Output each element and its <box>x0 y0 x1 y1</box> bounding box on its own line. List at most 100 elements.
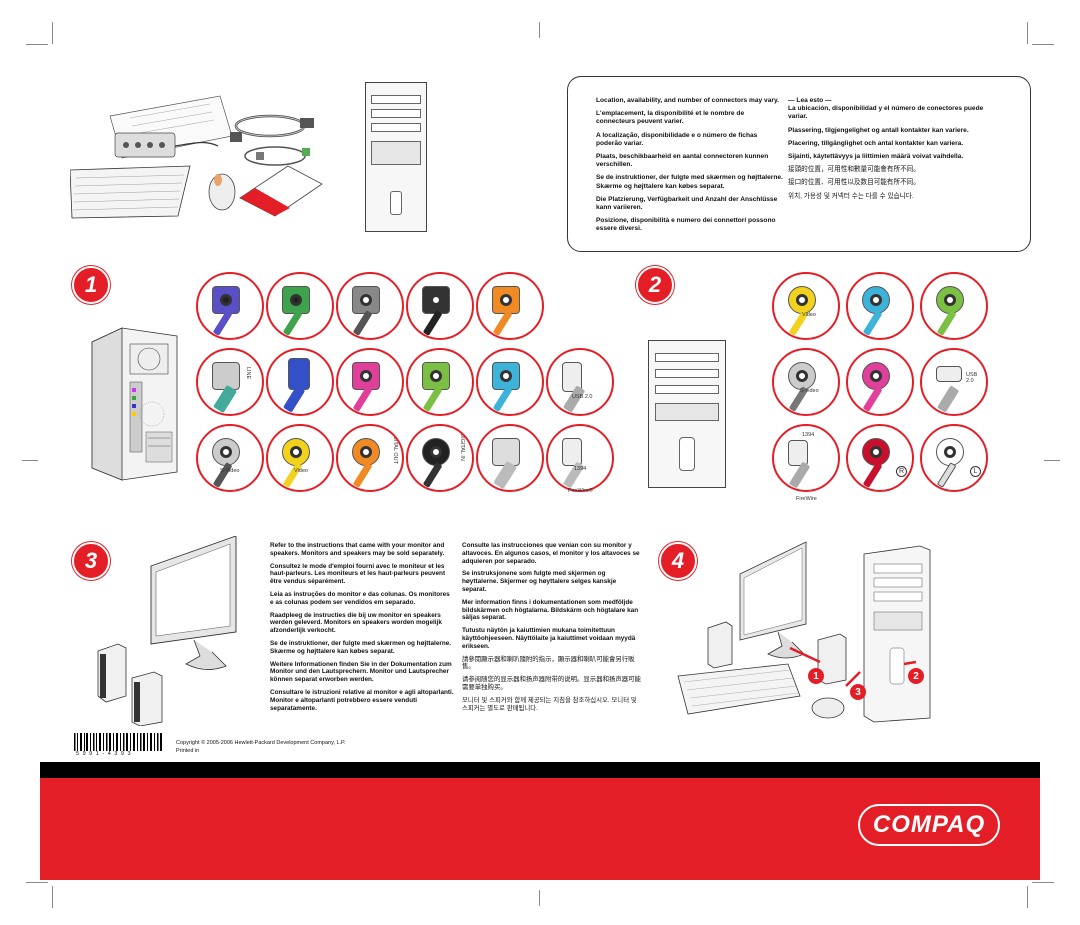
ps2-keyboard-plug <box>212 310 233 336</box>
audio-r-plug <box>862 462 883 488</box>
crop-mark <box>26 44 48 45</box>
instruction-text: 请参阅随您的显示器和扬声器附带的说明。显示器和扬声器可能需要单独购买。 <box>462 676 641 691</box>
notice-text: 接口的位置、可用性以及数目可能有所不同。 <box>788 179 920 187</box>
notice-text: 接頭的位置，可用性和數量可能會有所不同。 <box>788 166 920 174</box>
power-button <box>390 191 402 215</box>
notice-text: Se de instruktioner, der fulgte med skær… <box>596 174 783 190</box>
usb-label: USB 2.0 <box>966 372 978 384</box>
black-bar <box>40 762 1040 778</box>
vga-jack <box>288 358 310 390</box>
mic-circle <box>336 348 404 416</box>
notice-text: L'emplacement, la disponibilité et le no… <box>596 110 745 126</box>
instruction-text: 모니터 및 스피커와 함께 제공되는 지침을 참조하십시오. 모니터 및 스피커… <box>462 696 637 712</box>
step3-right-text: Consulte las instrucciones que venían co… <box>462 542 642 717</box>
ps2-mouse-plug <box>282 310 303 336</box>
audio-jack <box>352 286 380 314</box>
audio-r-label: R <box>896 466 907 477</box>
instruction-text: Consultare le istruzioni relative al mon… <box>270 688 454 712</box>
usb-port <box>936 366 962 382</box>
firewire-port <box>788 440 808 466</box>
svideo-label: S-video <box>800 388 819 394</box>
notice-text: Die Platzierung, Verfügbarkeit und Anzah… <box>596 195 778 212</box>
digital-in-circle: DIGITAL IN <box>406 424 474 492</box>
crop-mark <box>1027 886 1028 908</box>
step-badge-1: 1 <box>72 266 110 304</box>
pc-tower-rear <box>91 327 178 481</box>
pc-tower-front-step2 <box>648 340 726 488</box>
modem-cable <box>244 146 310 166</box>
instruction-text: 請參閱顯示器和喇叭隨附的指示，顯示器和喇叭可能會另行販售。 <box>462 655 635 671</box>
printed-in-text: Printed in <box>176 748 200 754</box>
firewire-circle: 1394 <box>546 424 614 492</box>
digital-out-circle: DIGITAL OUT <box>336 424 404 492</box>
notice-text: Sijainti, käytettävyys ja liittimien mää… <box>788 153 964 161</box>
audio-l-jack <box>936 438 964 466</box>
line-out-plug <box>422 386 443 412</box>
documentation-booklet <box>239 165 323 217</box>
drive-bay <box>370 95 422 104</box>
drive-bay <box>370 123 422 132</box>
crop-mark <box>539 22 540 38</box>
step3-left-text: Refer to the instructions that came with… <box>270 542 454 717</box>
notice-text: A localização, disponibilidade e o númer… <box>596 131 758 147</box>
line-out-jack <box>422 362 450 390</box>
notice-text: 위치, 가용성 및 커넥터 수는 다를 수 있습니다. <box>788 192 914 200</box>
digital-in-plug <box>422 462 443 488</box>
crop-mark <box>1032 44 1054 45</box>
notice-text: Location, availability, and number of co… <box>596 97 779 104</box>
instruction-text: Refer to the instructions that came with… <box>270 542 445 557</box>
pc-tower-front <box>365 82 427 232</box>
vga-plug <box>282 385 306 413</box>
front-audio-l-circle: L <box>920 424 988 492</box>
step-badge-2: 2 <box>636 266 674 304</box>
keyboard-port-circle <box>196 272 264 340</box>
instruction-text: Raadpleeg de instructies die bij uw moni… <box>270 611 442 635</box>
step-badge-3: 3 <box>72 542 110 580</box>
audio-plug <box>422 310 443 336</box>
copyright-text: Copyright © 2005-2006 Hewlett-Packard De… <box>176 740 346 746</box>
firewire-port <box>562 438 582 466</box>
firewire-label: FireWire® <box>568 488 593 494</box>
usb-label: USB 2.0 <box>572 394 593 400</box>
front-ports-panel <box>370 141 422 165</box>
firewire-number-label: 1394 <box>574 466 587 472</box>
line-in-jack <box>492 362 520 390</box>
mouse <box>208 173 236 211</box>
instruction-text: Mer information finns i dokumentationen … <box>462 598 639 622</box>
instruction-text: Consulte las instrucciones que venían co… <box>462 542 640 565</box>
audio-plug <box>352 310 373 336</box>
ps2-keyboard-jack <box>212 286 240 314</box>
instruction-text: Se de instruktioner, der fulgte med skær… <box>270 639 452 655</box>
svideo-label: S-Video <box>220 468 240 474</box>
video-label: Video <box>802 312 816 318</box>
keyboard <box>70 165 191 219</box>
connector-notice-box: Location, availability, and number of co… <box>567 76 1031 252</box>
usb-plug <box>936 385 960 413</box>
svideo-circle: S-Video <box>196 424 264 492</box>
crop-mark <box>52 22 53 44</box>
video-jack <box>788 286 816 314</box>
instruction-text: Se instruksjonene som fulgte med skjerme… <box>462 570 617 593</box>
line-out-circle <box>406 348 474 416</box>
headphone-jack <box>936 286 964 314</box>
modem-circle: LINE <box>196 348 264 416</box>
line-in-plug <box>862 310 883 336</box>
crop-mark <box>22 460 38 461</box>
svideo-jack <box>212 438 240 466</box>
front-usb-circle: USB 2.0 <box>920 348 988 416</box>
mic-jack <box>352 362 380 390</box>
audio-l-plug <box>936 462 957 488</box>
instruction-text: Leia as instruções do monitor e das colu… <box>270 590 450 606</box>
barcode-digits: 5 9 9 1 - 4 3 9 3 <box>76 751 132 757</box>
vga-circle <box>266 348 334 416</box>
compaq-logo: COMPAQ <box>858 804 1000 846</box>
box-contents-illustration <box>70 95 323 219</box>
audio-side-circle <box>406 272 474 340</box>
left-speaker <box>97 643 127 703</box>
notice-text: Posizione, disponibilità e numero dei co… <box>596 217 776 233</box>
power-button <box>679 437 695 471</box>
callout-1: 1 <box>808 668 824 684</box>
monitor-speakers-illustration <box>97 536 237 726</box>
crop-mark <box>539 890 540 906</box>
mic-jack <box>862 362 890 390</box>
